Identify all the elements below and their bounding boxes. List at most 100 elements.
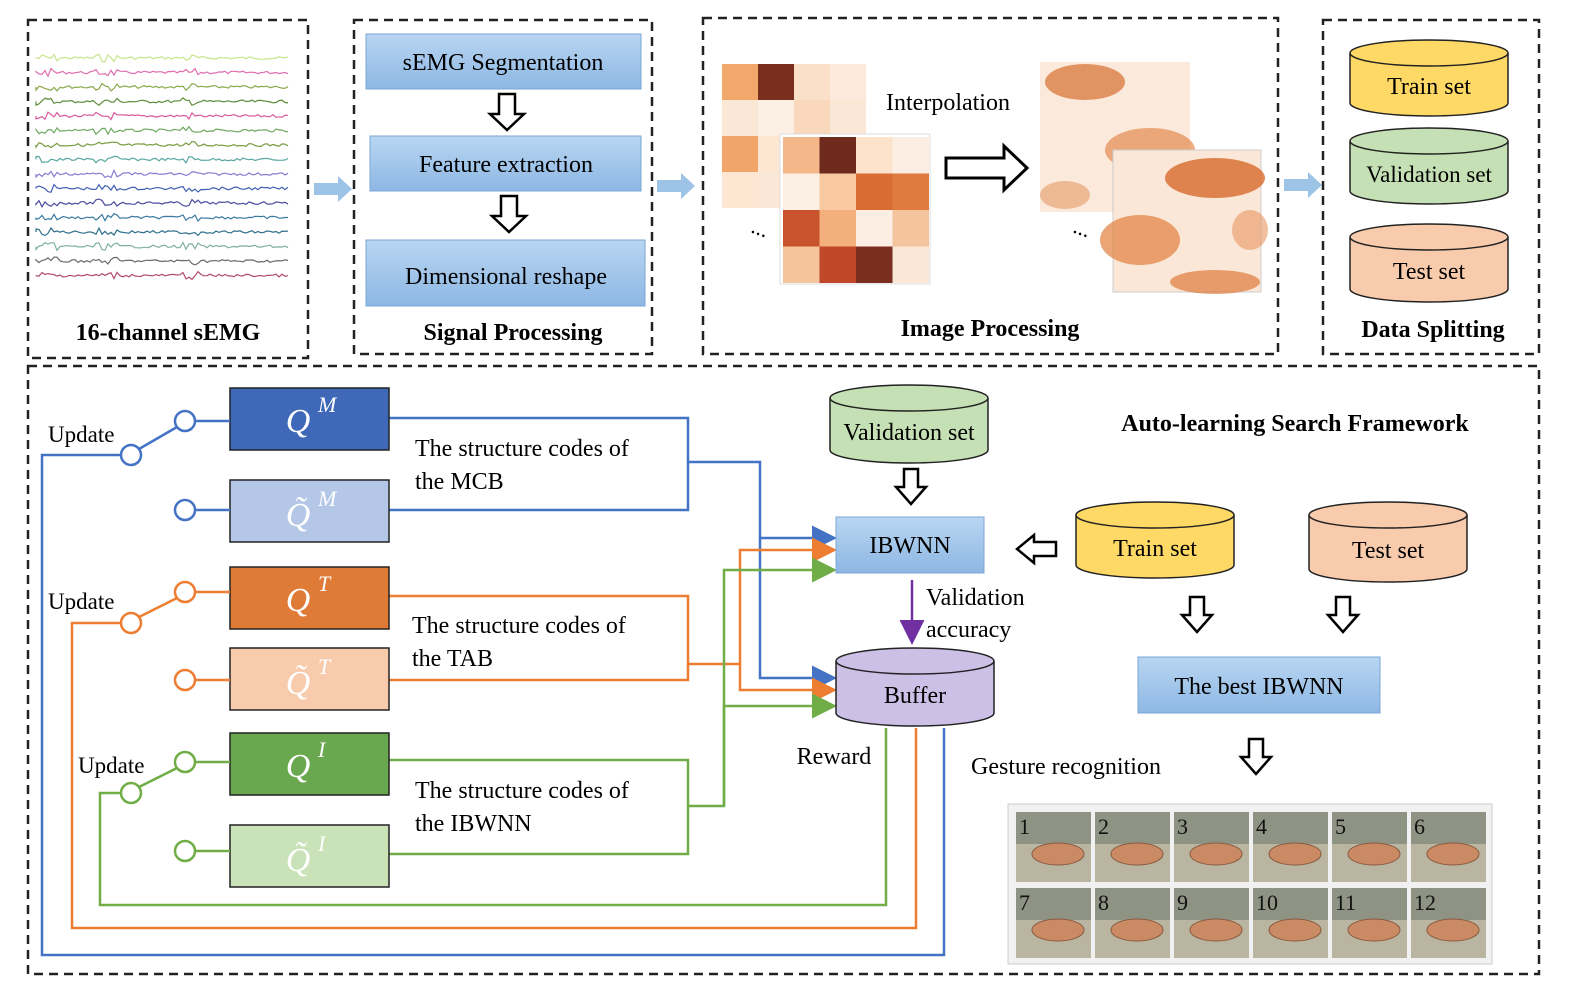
split-validation-cylinder: Validation set <box>1349 127 1509 205</box>
connector-line <box>389 557 837 808</box>
semg-channel-trace <box>35 226 289 237</box>
heatmap-cell <box>783 137 820 174</box>
gesture-cell: 12 <box>1411 888 1486 958</box>
heatmap-cell <box>794 100 830 136</box>
heatmap-cell <box>892 246 929 283</box>
q-tilde-superscript: I <box>317 831 327 856</box>
test-set-cyl-label: Test set <box>1352 538 1425 564</box>
gesture-number: 10 <box>1256 890 1278 915</box>
flow-arrow <box>1284 172 1322 198</box>
connector-line <box>738 664 837 703</box>
semg-channel-trace <box>35 125 289 136</box>
down-arrow-icon <box>1325 595 1361 634</box>
connector-line <box>40 453 946 957</box>
buffer-cyl-label: Buffer <box>884 683 946 709</box>
segmentation-label: sEMG Segmentation <box>403 50 604 76</box>
q-tilde-block-t <box>229 647 390 711</box>
structure-codes-line1: The structure codes of <box>412 613 626 639</box>
hand-icon <box>1347 918 1401 942</box>
connector-line <box>389 537 837 666</box>
connector-line <box>389 416 837 551</box>
gesture-cell: 2 <box>1095 812 1170 882</box>
gesture-number: 11 <box>1335 890 1356 915</box>
signal-panel: sEMG Segmentation Feature extraction Dim… <box>352 18 654 356</box>
gesture-cell: 1 <box>1016 812 1091 882</box>
structure-codes-line2: the IBWNN <box>415 811 532 837</box>
heatmap-cell <box>856 246 893 283</box>
train-set-cyl: Train set <box>1075 501 1235 579</box>
switch-node <box>173 580 197 604</box>
semg-channel-trace <box>35 198 289 209</box>
gesture-number: 8 <box>1098 890 1109 915</box>
hand-icon <box>1031 842 1085 866</box>
connector-line <box>98 728 888 907</box>
heatmap-cell <box>819 137 856 174</box>
connector-line <box>722 693 837 806</box>
semg-channel-trace <box>35 212 288 223</box>
hand-icon <box>1268 918 1322 942</box>
hand-icon <box>1347 842 1401 866</box>
structure-codes-line2: the TAB <box>412 646 493 672</box>
switch-node <box>173 750 197 774</box>
hand-icon <box>1110 918 1164 942</box>
hand-icon <box>1189 918 1243 942</box>
semg-channel-trace <box>35 168 289 179</box>
switch-node <box>173 839 197 863</box>
test-set-cylinder: Test set <box>1308 501 1468 583</box>
heatmap-cell <box>722 172 758 208</box>
validation-set-cylinder: Validation set <box>829 384 989 464</box>
semg-channel-trace <box>35 183 289 193</box>
heatmap-cell <box>830 64 866 100</box>
test-set-cyl: Test set <box>1308 501 1468 583</box>
heatmap-cell <box>856 210 893 247</box>
gesture-number: 5 <box>1335 814 1346 839</box>
ibwnn-box <box>835 516 985 574</box>
heatmap-cell <box>819 246 856 283</box>
split-train-cylinder: Train set <box>1349 39 1509 117</box>
heatmap-front <box>779 133 931 285</box>
heatmap-cell <box>830 100 866 136</box>
heatmap-cell <box>722 100 758 136</box>
ibwnn-label: IBWNN <box>869 533 950 559</box>
down-arrow-icon <box>488 194 530 234</box>
gesture-number: 2 <box>1098 814 1109 839</box>
gesture-number: 9 <box>1177 890 1188 915</box>
semg-channel-trace <box>35 155 289 165</box>
semg-channel-trace <box>35 140 289 150</box>
q-tilde-symbol: Q̃ <box>286 841 311 879</box>
gesture-cell: 5 <box>1332 812 1407 882</box>
gesture-cell: 9 <box>1174 888 1249 958</box>
switch-node <box>119 443 143 467</box>
gesture-number: 12 <box>1414 890 1436 915</box>
down-arrow-icon <box>1179 595 1215 634</box>
gesture-label: Gesture recognition <box>971 754 1161 780</box>
semg-channel-trace <box>35 241 289 252</box>
heatmap-cell <box>722 64 758 100</box>
q-tilde-block-m <box>229 479 390 543</box>
connector-line <box>758 538 837 691</box>
switch-node <box>173 498 197 522</box>
switch-node <box>119 781 143 805</box>
hand-icon <box>1110 842 1164 866</box>
split-train-cylinder-label: Train set <box>1387 74 1471 100</box>
q-symbol: Q <box>286 403 311 440</box>
gesture-number: 6 <box>1414 814 1425 839</box>
feature-label: Feature extraction <box>419 152 593 178</box>
gesture-number: 4 <box>1256 814 1267 839</box>
heatmap-cell <box>783 173 820 210</box>
heatmap-cell <box>892 210 929 247</box>
heatmap-cell <box>892 137 929 174</box>
heatmap-cell <box>722 136 758 172</box>
heatmap-cell <box>819 210 856 247</box>
q-superscript: T <box>318 571 332 596</box>
right-arrow-icon <box>944 142 1030 194</box>
split-test-cylinder-label: Test set <box>1393 259 1466 285</box>
q-symbol: Q <box>286 582 311 619</box>
validation-set-cyl: Validation set <box>829 384 989 464</box>
val-acc-line2: accuracy <box>926 617 1011 643</box>
split-validation-cylinder-label: Validation set <box>1366 162 1492 187</box>
gesture-cell: 3 <box>1174 812 1249 882</box>
semg-channel-trace <box>35 256 289 266</box>
connector-line <box>389 664 690 682</box>
